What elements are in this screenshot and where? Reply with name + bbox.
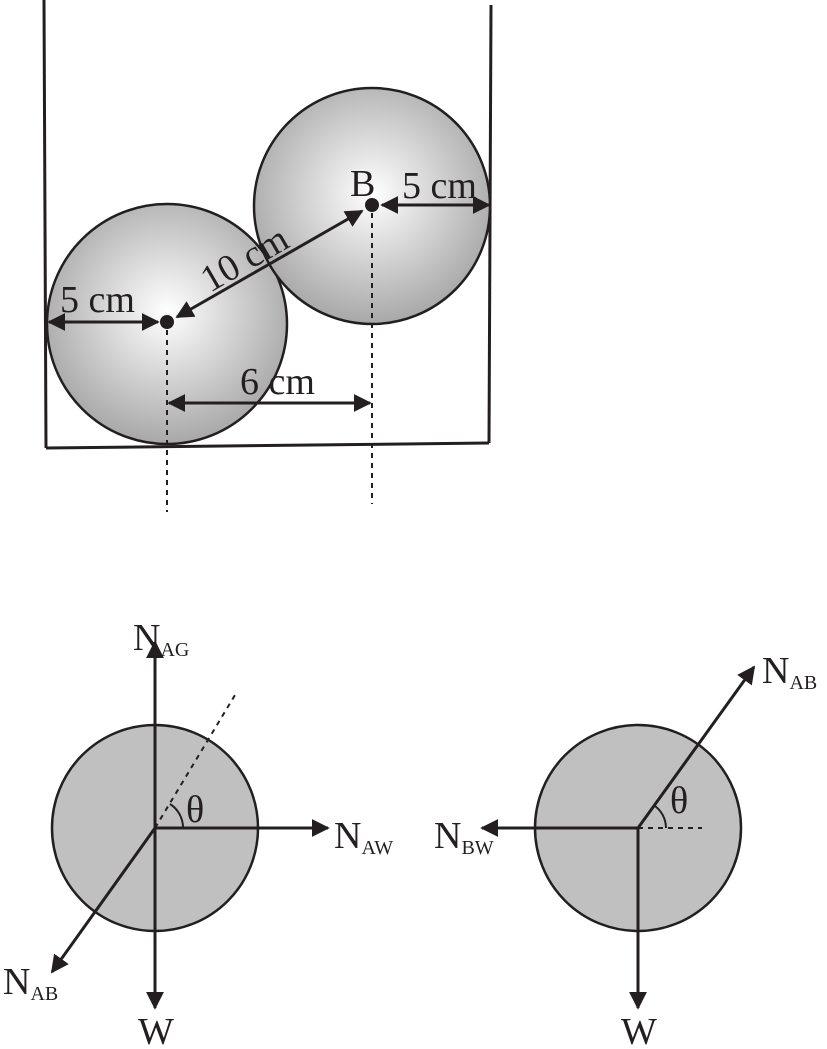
container [42,0,493,450]
force-n-ab-b-arrow [636,665,756,829]
angle-theta-b: θ [670,780,688,822]
label-w-a: W [138,1011,174,1049]
label-n-aw: NAW [334,815,393,859]
label-n-ab-a: NAB [3,961,58,1005]
dim-arrow-centers [175,209,364,319]
label-n-ab-b: NAB [762,650,817,694]
label-dim-horizontal: 6 cm [240,361,315,403]
label-n-bw: NBW [434,815,494,859]
right-wall [487,4,493,444]
angle-arc-b [654,805,667,829]
label-w-b: W [621,1011,657,1049]
label-n-ag: NAG [133,617,189,661]
label-dim-b-wall: 5 cm [402,165,477,207]
fbd-sphere-a: θ NAG NAW NAB W [3,617,393,1049]
fbd-sphere-b: θ NAB NBW W [434,650,817,1049]
container-floor [45,441,490,450]
label-dim-a-wall: 5 cm [60,279,135,321]
force-n-ab-a-arrow [50,827,157,974]
left-wall [42,0,48,449]
angle-theta-a: θ [186,789,204,831]
label-b: B [350,163,375,205]
center-dot-a [160,315,174,329]
center-dot-b [365,198,379,212]
angle-arc-a [169,803,185,829]
